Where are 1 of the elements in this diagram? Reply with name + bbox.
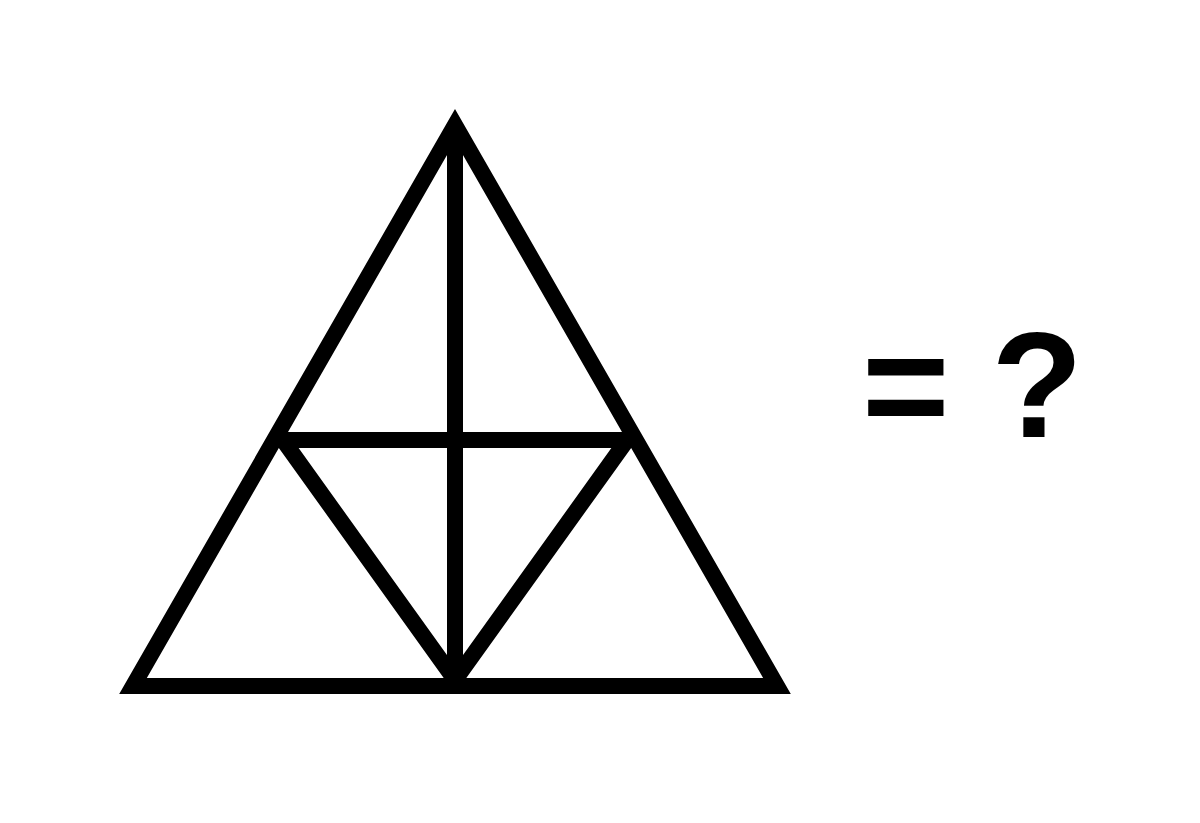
equation-text: = ? <box>862 310 1083 460</box>
